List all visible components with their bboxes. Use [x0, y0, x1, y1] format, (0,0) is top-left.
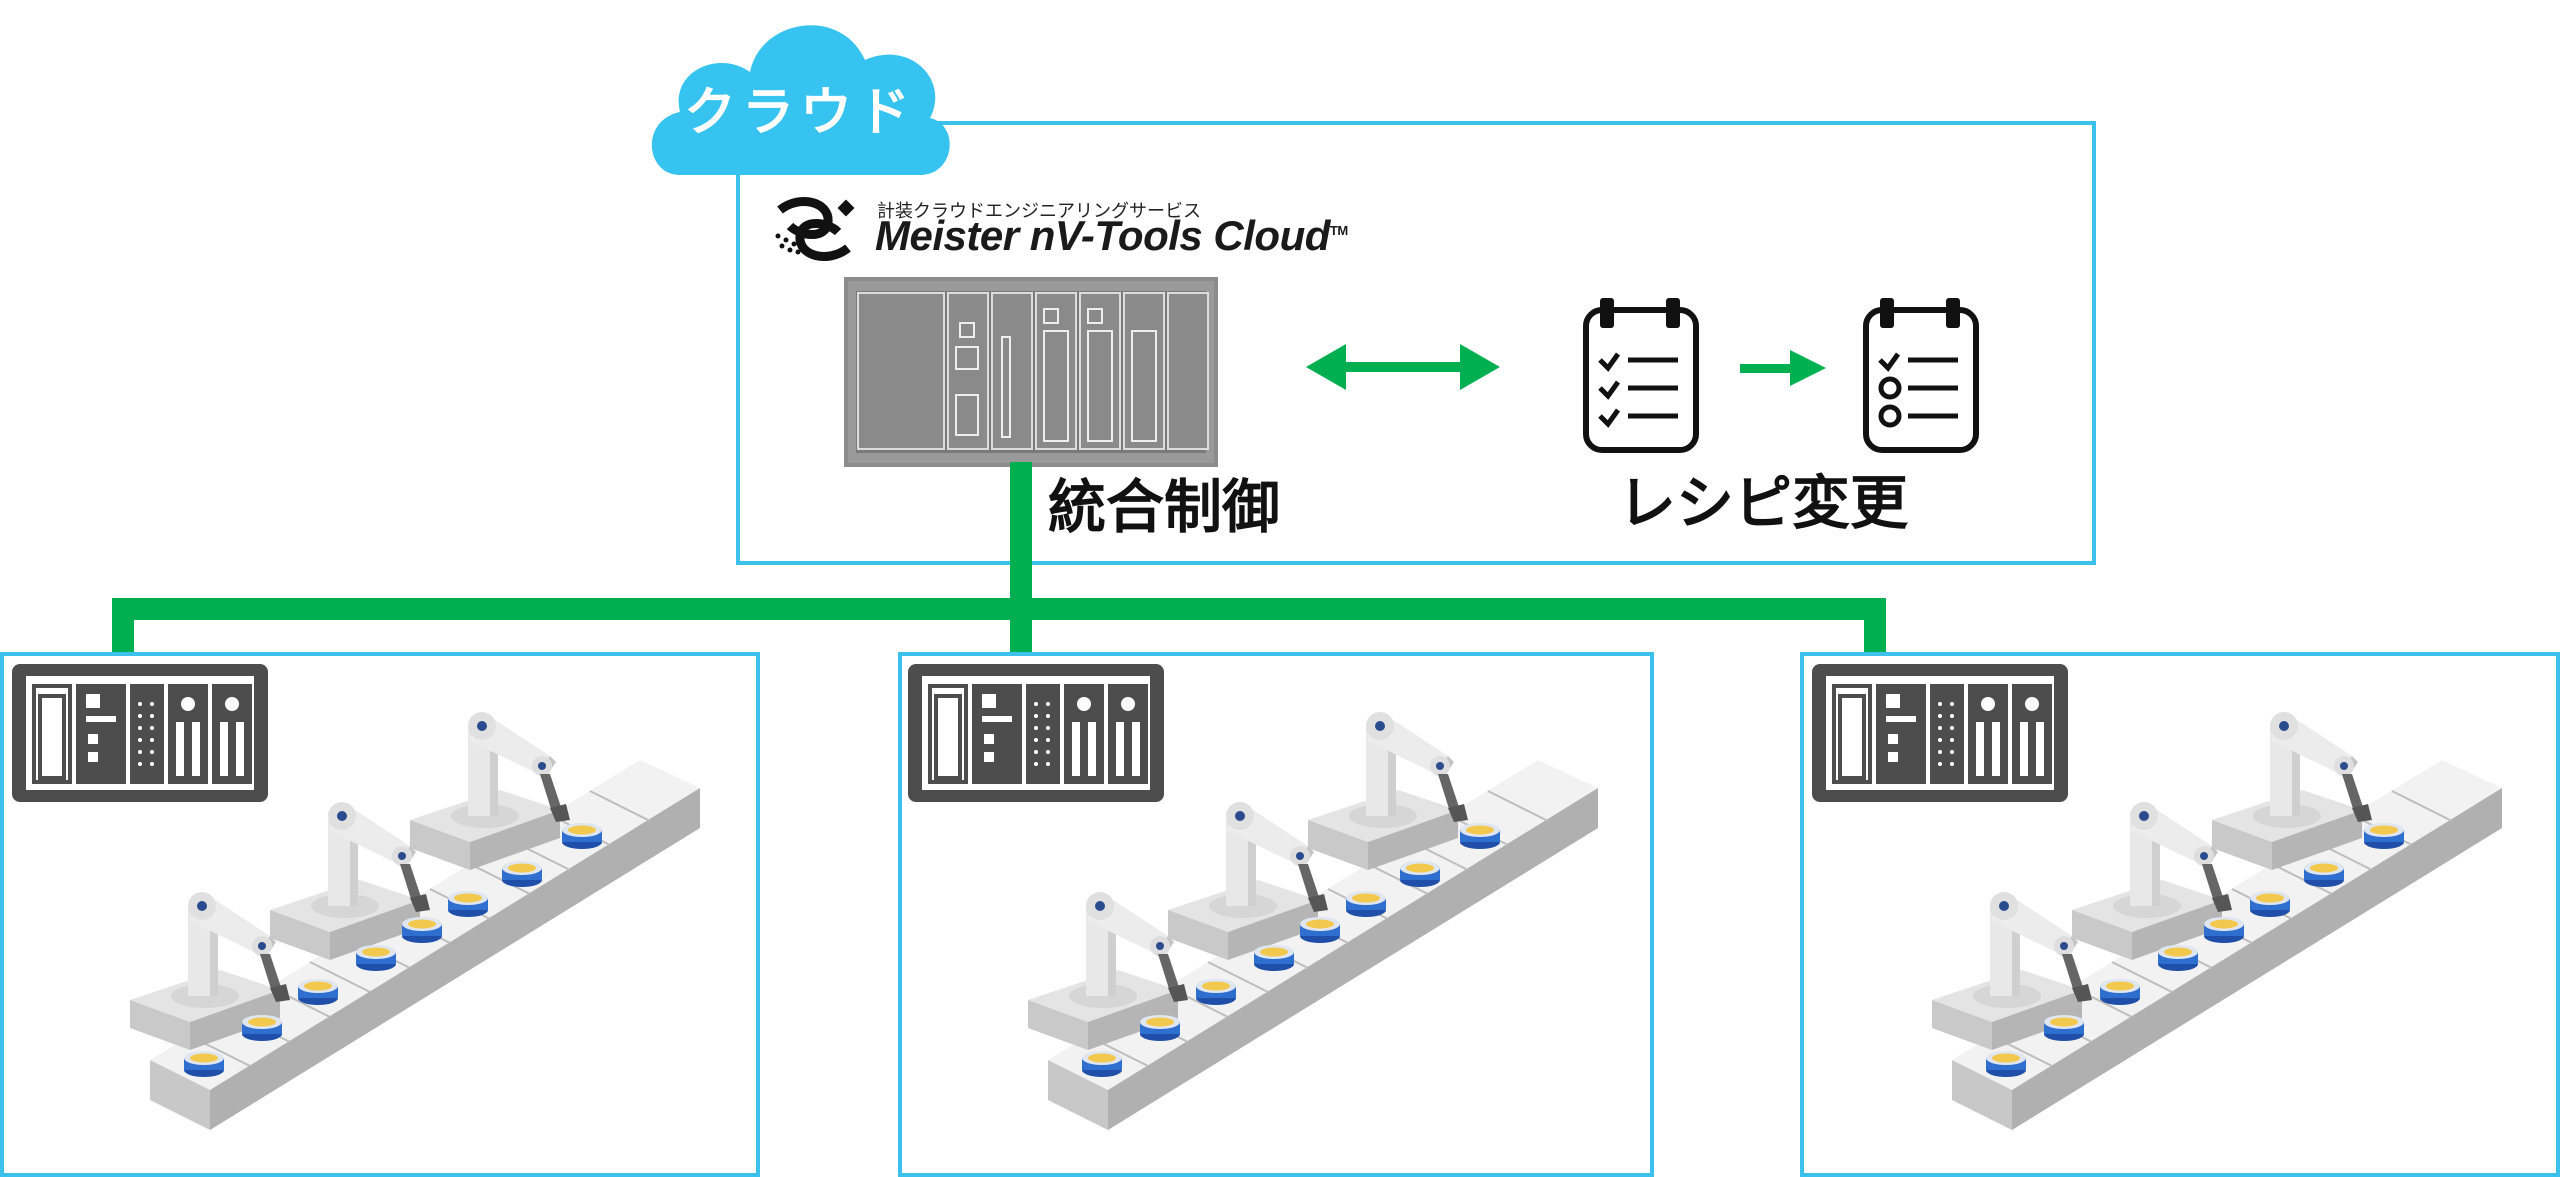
network-bus-line	[112, 598, 1886, 620]
robot-conveyor-line-icon	[1902, 660, 2522, 1160]
network-drop-line-1	[112, 598, 134, 668]
clipboard-all-checked-icon	[1583, 298, 1699, 453]
network-drop-line-3	[1864, 598, 1886, 668]
brand-trademark: TM	[1329, 223, 1348, 238]
robot-conveyor-line-icon	[100, 660, 720, 1160]
double-arrow-icon	[1306, 344, 1500, 390]
robot-conveyor-line-icon	[998, 660, 1618, 1160]
recipe-change-label: レシピ変更	[1618, 469, 1909, 537]
brand-subtitle: 計装クラウドエンジニアリングサービス	[877, 201, 1201, 222]
cloud-label: クラウド	[683, 83, 916, 143]
brand-name-text: Meister nV-Tools Cloud	[875, 212, 1330, 259]
meister-logo-icon	[775, 197, 855, 261]
brand-name: Meister nV-Tools CloudTM	[875, 212, 1348, 260]
integrated-control-label: 統合制御	[1048, 473, 1281, 541]
network-trunk-line	[1010, 462, 1032, 668]
clipboard-partially-checked-icon	[1863, 298, 1979, 453]
right-arrow-icon	[1740, 350, 1826, 386]
cloud-plc-controller-icon	[844, 277, 1218, 467]
cloud-icon	[651, 25, 950, 176]
